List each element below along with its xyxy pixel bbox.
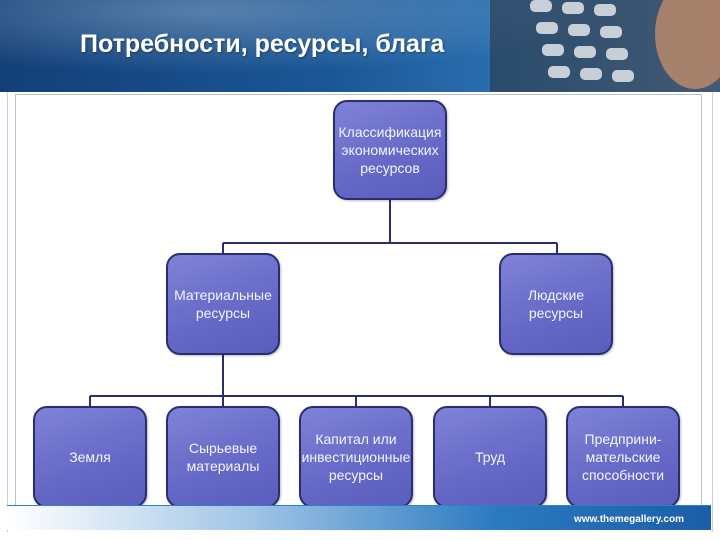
entrepreneurship-node: Предприни- мательские способности: [566, 406, 680, 508]
phone-keypad-image: [490, 0, 720, 92]
human-resources-node: Людские ресурсы: [499, 253, 613, 355]
capital-label: Капитал или инвестиционные ресурсы: [301, 431, 411, 483]
capital-node: Капитал или инвестиционные ресурсы: [299, 406, 413, 508]
footer-url: www.themegallery.com: [573, 514, 684, 525]
land-node: Земля: [33, 406, 147, 508]
material-resources-label: Материальные ресурсы: [174, 287, 272, 321]
material-resources-node: Материальные ресурсы: [166, 253, 280, 355]
slide-footer: [7, 506, 711, 530]
entrepreneurship-label: Предприни- мательские способности: [581, 431, 665, 483]
slide-header: Потребности, ресурсы, блага: [0, 0, 720, 92]
raw-materials-node: Сырьевые материалы: [166, 406, 280, 508]
labor-label: Труд: [474, 449, 506, 465]
human-resources-label: Людские ресурсы: [527, 287, 585, 321]
raw-materials-label: Сырьевые материалы: [186, 440, 260, 474]
land-label: Земля: [69, 449, 111, 465]
slide-title: Потребности, ресурсы, блага: [80, 30, 445, 58]
root-node: Классификация экономических ресурсов: [333, 100, 447, 200]
root-node-label: Классификация экономических ресурсов: [338, 124, 442, 176]
labor-node: Труд: [433, 406, 547, 508]
